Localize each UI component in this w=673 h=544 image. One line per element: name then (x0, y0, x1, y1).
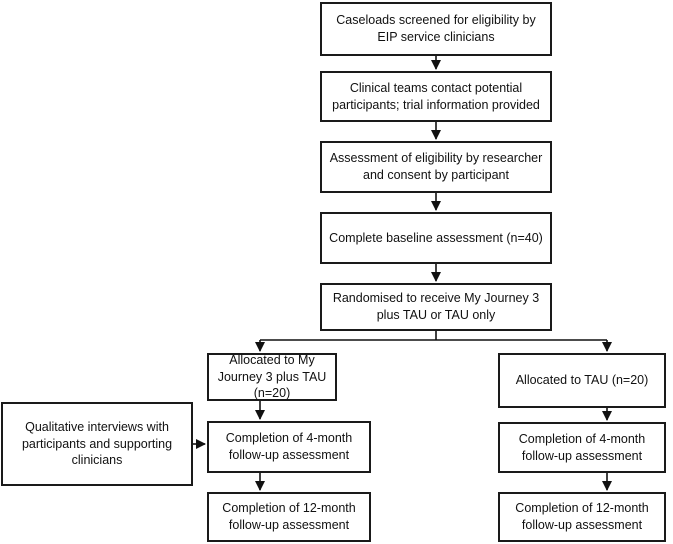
node-fu12-right: Completion of 12-month follow-up assessm… (498, 492, 666, 542)
node-fu4-right: Completion of 4-month follow-up assessme… (498, 422, 666, 473)
node-alloc-my-journey-3: Allocated to My Journey 3 plus TAU (n=20… (207, 353, 337, 401)
node-alloc-tau: Allocated to TAU (n=20) (498, 353, 666, 408)
node-screen: Caseloads screened for eligibility by EI… (320, 2, 552, 56)
node-assess: Assessment of eligibility by researcher … (320, 141, 552, 193)
node-randomise: Randomised to receive My Journey 3 plus … (320, 283, 552, 331)
node-qualitative-interviews: Qualitative interviews with participants… (1, 402, 193, 486)
node-fu12-left: Completion of 12-month follow-up assessm… (207, 492, 371, 542)
node-contact: Clinical teams contact potential partici… (320, 71, 552, 122)
node-baseline: Complete baseline assessment (n=40) (320, 212, 552, 264)
node-fu4-left: Completion of 4-month follow-up assessme… (207, 421, 371, 473)
